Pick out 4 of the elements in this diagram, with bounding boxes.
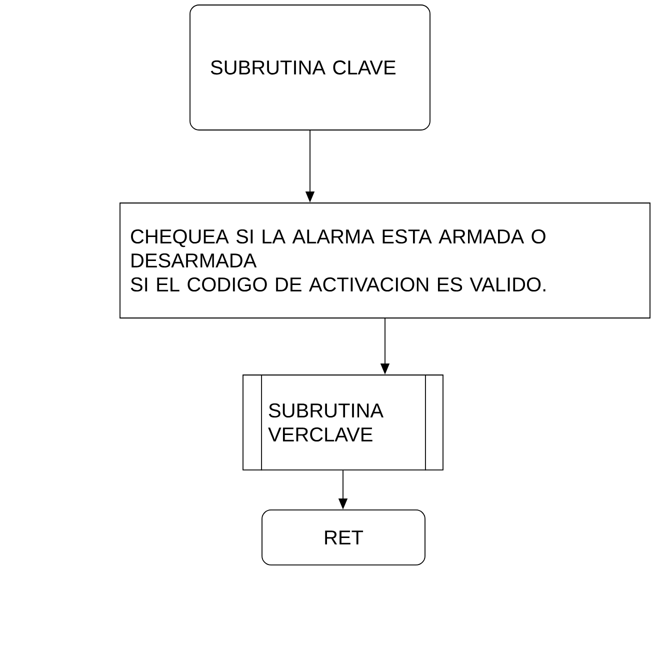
terminal-box: SUBRUTINA CLAVE [190,4,430,130]
predefined-process-box: SUBRUTINA VERCLAVE [242,374,444,471]
process-box: CHEQUEA SI LA ALARMA ESTA ARMADA O DESARMADA SI EL CODIGO DE ACTIVACION ES VALIDO. [120,202,650,318]
terminal-box: RET [262,510,426,566]
